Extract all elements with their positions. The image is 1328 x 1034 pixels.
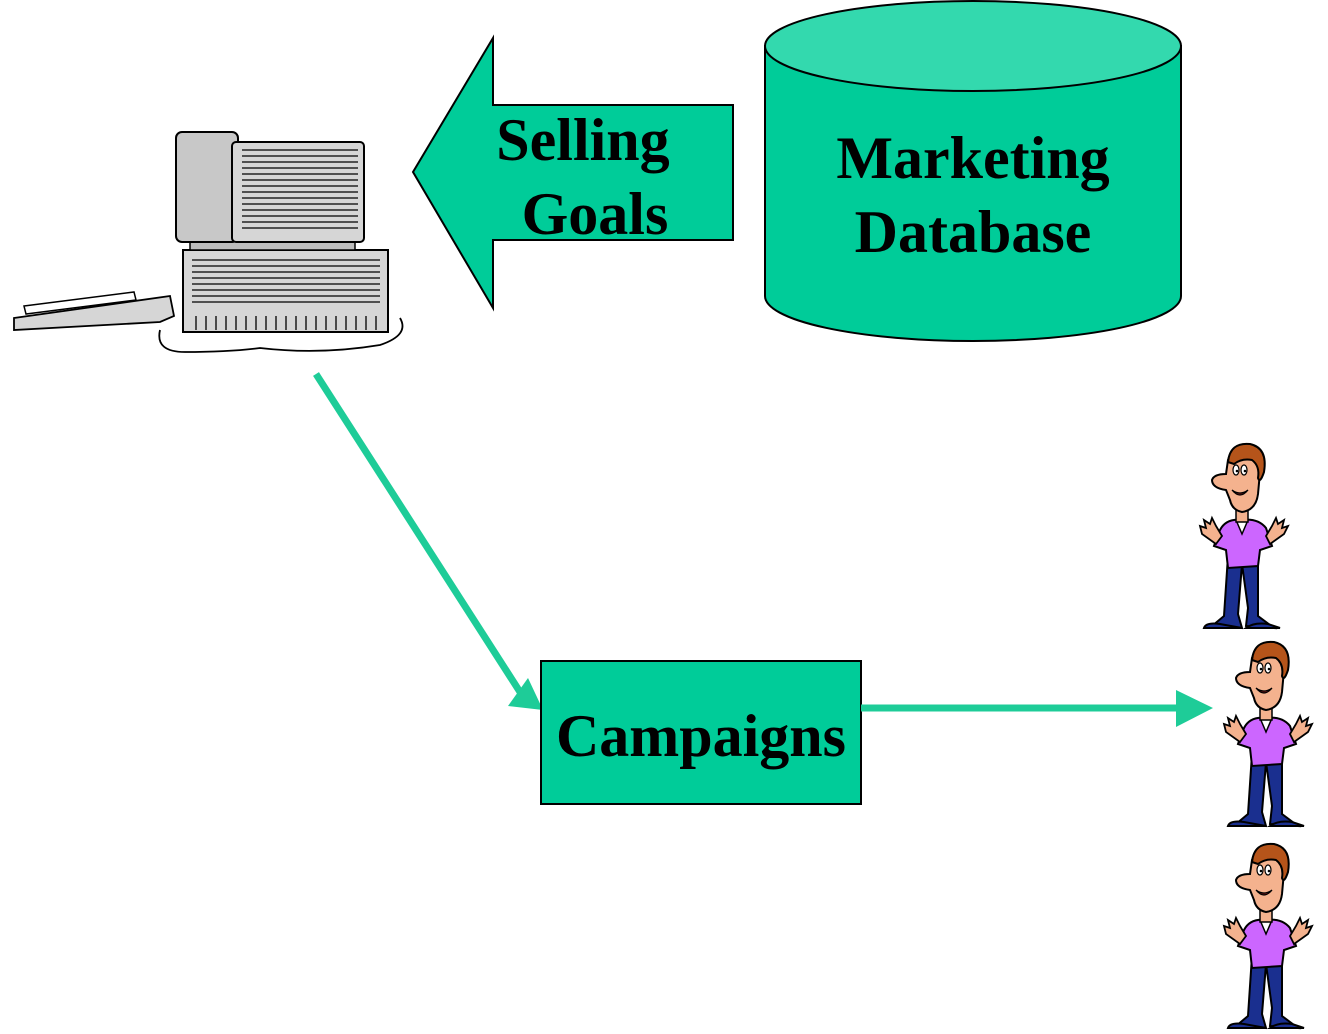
selling-goals-arrow-shape (411, 34, 734, 312)
customer-person-icon (1223, 640, 1313, 827)
campaigns-box: Campaigns (540, 660, 862, 805)
marketing-database-label-line1: Marketing (836, 125, 1109, 191)
computer-icon (13, 131, 404, 353)
customer-person-icon (1223, 842, 1313, 1029)
selling-goals-label-line1: Selling (496, 107, 669, 173)
selling-goals-arrow: Selling Goals (411, 34, 734, 312)
campaigns-label: Campaigns (556, 703, 846, 769)
database-cylinder-icon: Marketing Database (764, 0, 1182, 342)
customer-person-icon (1199, 442, 1289, 629)
marketing-database-label-line2: Database (855, 199, 1092, 265)
connector-campaigns-to-customers (861, 690, 1213, 727)
database-cylinder-top (764, 0, 1182, 92)
selling-goals-label-line2: Goals (522, 181, 669, 247)
connector-computer-to-campaigns (313, 372, 543, 710)
